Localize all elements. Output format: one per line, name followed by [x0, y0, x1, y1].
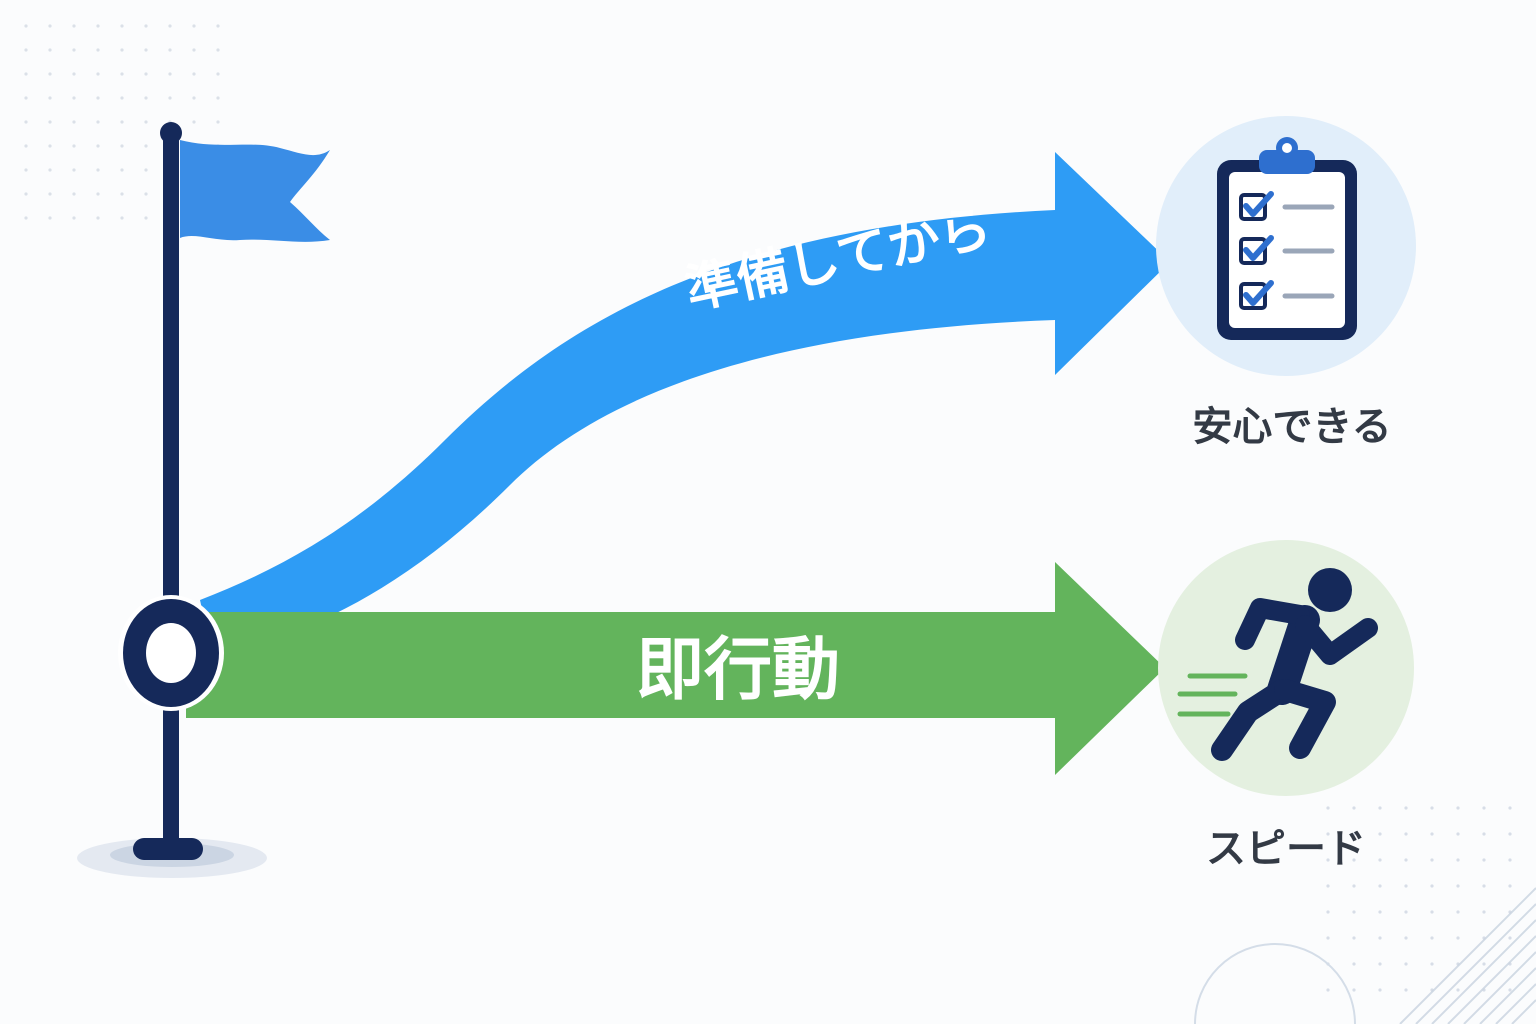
start-node-hole: [146, 623, 196, 683]
pole-top-knob: [160, 122, 182, 144]
act-arrow-shape: [186, 562, 1165, 775]
speed-lines: [1177, 673, 1248, 717]
start-node: [118, 595, 224, 711]
flag-icon: [180, 140, 330, 242]
prepare-path-arrow: 準備してから: [200, 152, 1170, 655]
act-path-arrow: 即行動: [186, 562, 1165, 775]
running-person-icon: [1177, 568, 1378, 761]
background-decoration: [18, 20, 1536, 1024]
outcome-prepare-label: 安心できる: [1192, 404, 1391, 450]
outcome-act-label: スピード: [1206, 826, 1366, 872]
start-point: [77, 122, 330, 878]
clipboard-checklist-icon: [1217, 137, 1357, 340]
flag-pole: [163, 132, 179, 852]
outcome-act: スピード: [1158, 540, 1414, 872]
act-path-label: 即行動: [636, 631, 840, 710]
outcome-prepare: 安心できる: [1156, 116, 1416, 450]
prepare-arrow-shape: [200, 152, 1170, 655]
